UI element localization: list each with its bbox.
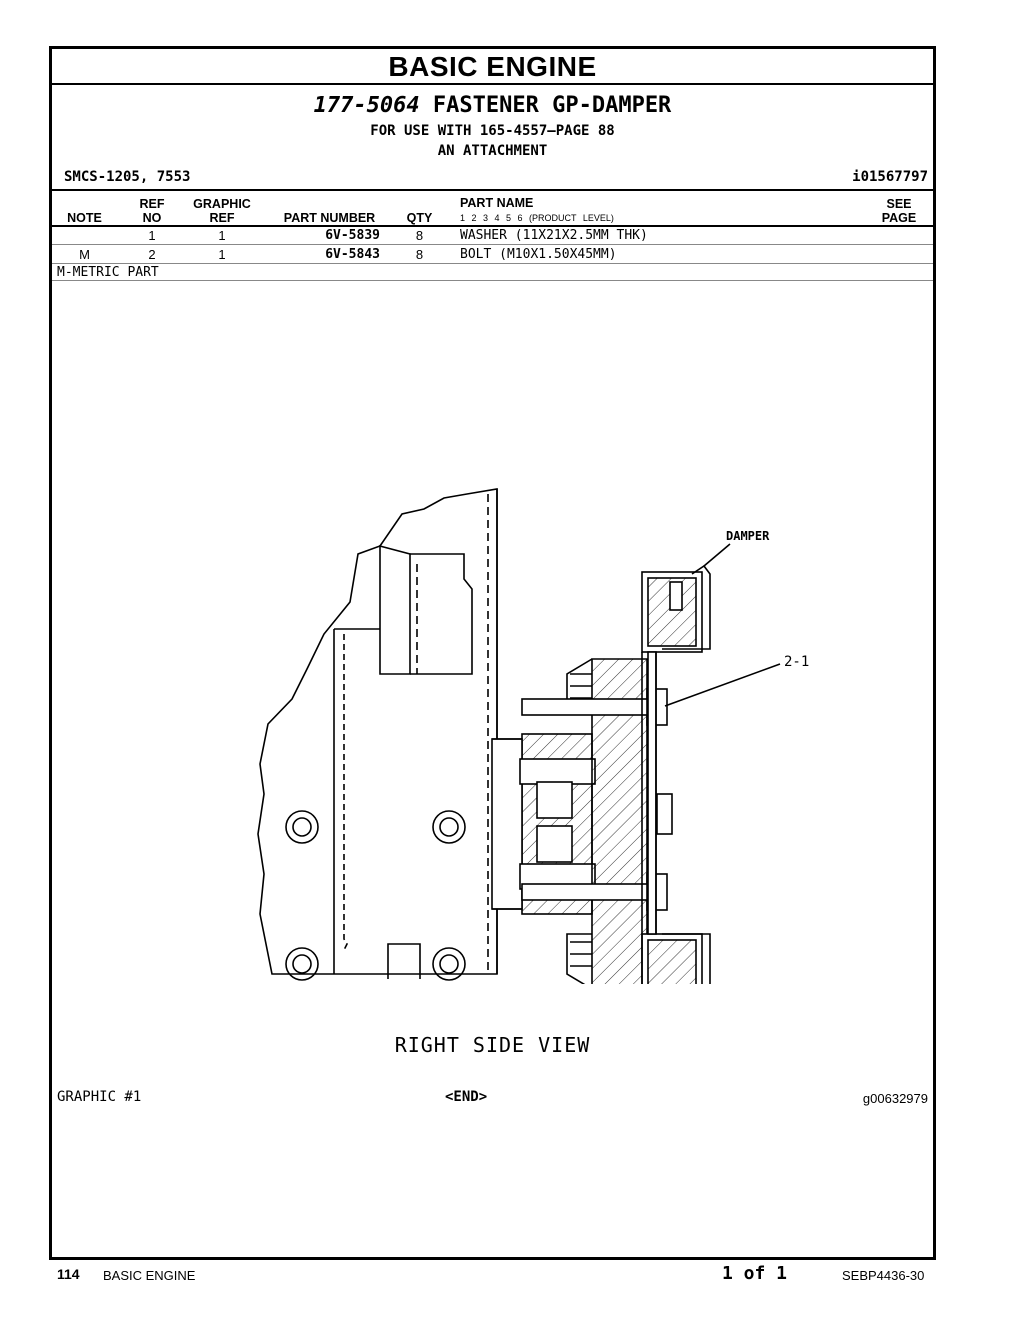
row-rule: [52, 263, 933, 264]
graphic-id: g00632979: [862, 1091, 928, 1106]
header-part-name: PART NAME: [460, 196, 534, 210]
cell-ref-no: 1: [148, 228, 156, 243]
header-bottom-rule: [52, 225, 933, 227]
footer-section: BASIC ENGINE: [103, 1268, 196, 1283]
footer-page-number: 114: [57, 1266, 80, 1282]
bolt-upper: [521, 698, 658, 716]
cell-part-name: WASHER (11X21X2.5MM THK): [460, 228, 648, 243]
cell-ref-no: 2: [148, 247, 156, 262]
footnote-rule: [52, 280, 933, 281]
header-graphic-ref-1: GRAPHIC: [193, 197, 251, 211]
page-frame: BASIC ENGINE 177-5064 FASTENER GP-DAMPER…: [49, 46, 936, 1260]
group-part-number: 177-5064: [313, 93, 420, 118]
pulley: [591, 658, 648, 984]
cell-part-number: 6V-5843: [325, 247, 380, 262]
cell-part-name: BOLT (M10X1.50X45MM): [460, 247, 617, 262]
label-callout: 2-1: [784, 654, 809, 670]
footer-doc-number: SEBP4436-30: [842, 1268, 925, 1283]
row-rule: [52, 244, 933, 245]
header-see-page-2: PAGE: [881, 211, 917, 225]
hole-upper-left: [285, 810, 319, 844]
cell-qty: 8: [415, 228, 424, 243]
metric-footnote: M-METRIC PART: [57, 265, 159, 280]
bolt-lower: [521, 883, 658, 901]
group-heading: 177-5064 FASTENER GP-DAMPER: [52, 93, 933, 118]
footer-page-of: 1 of 1: [722, 1263, 788, 1284]
end-marker: <END>: [445, 1089, 488, 1105]
damper-section-drawing: DAMPER 2-1: [257, 488, 809, 984]
cell-part-number: 6V-5839: [325, 228, 380, 243]
smcs-code: SMCS-1205, 7553: [64, 169, 191, 185]
header-see-page-1: SEE: [886, 197, 912, 211]
engine-block-outline: [257, 488, 498, 975]
use-with-line: FOR USE WITH 165-4557—PAGE 88: [370, 123, 615, 139]
info-id: i01567797: [852, 169, 928, 185]
header-ref-no-2: NO: [142, 211, 162, 225]
attachment-line: AN ATTACHMENT: [437, 143, 548, 159]
header-ref-no-1: REF: [139, 197, 165, 211]
label-damper: DAMPER: [726, 529, 770, 543]
section-title: BASIC ENGINE: [388, 51, 597, 82]
cell-graphic-ref: 1: [218, 247, 226, 262]
block-inner-pocket: [379, 544, 411, 675]
hole-upper-right: [432, 810, 466, 844]
group-name: FASTENER GP-DAMPER: [432, 93, 672, 118]
hole-lower-left: [285, 947, 319, 981]
cell-qty: 8: [415, 247, 424, 262]
table-top-rule: [52, 189, 933, 191]
header-note: NOTE: [67, 211, 102, 225]
cell-graphic-ref: 1: [218, 228, 226, 243]
header-qty: QTY: [406, 211, 433, 225]
view-caption: RIGHT SIDE VIEW: [394, 1033, 591, 1057]
cell-note: M: [79, 247, 90, 262]
header-graphic-ref-2: REF: [209, 211, 235, 225]
header-product-level: 1 2 3 4 5 6 (PRODUCT LEVEL): [460, 213, 614, 223]
hole-lower-right: [432, 947, 466, 981]
header-part-number: PART NUMBER: [283, 211, 376, 225]
section-title-bar: BASIC ENGINE: [52, 49, 933, 85]
graphic-number: GRAPHIC #1: [57, 1089, 142, 1105]
